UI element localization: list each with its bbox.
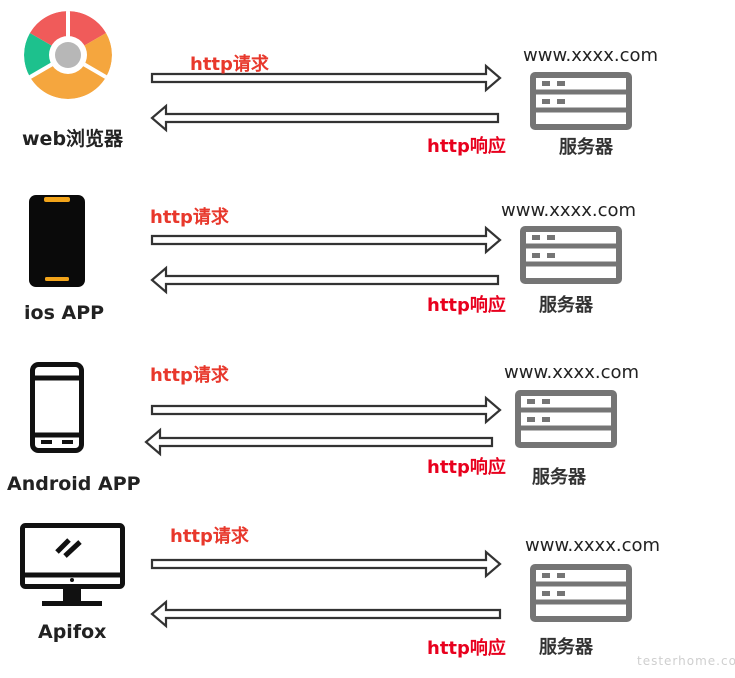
request-label-apifox: http请求 [170,526,249,547]
response-arrow-apifox [150,599,502,629]
response-label-web: http响应 [427,136,506,157]
client-label-ios: ios APP [24,302,105,324]
server-label-web: 服务器 [559,137,613,158]
server-icon-ios [520,226,622,284]
watermark: testerhome.com [637,654,735,668]
request-arrow-ios [150,225,502,255]
client-label-android: Android APP [7,473,141,495]
response-arrow-android [144,427,494,457]
request-label-ios: http请求 [150,207,229,228]
response-arrow-web [150,103,500,133]
server-icon-web [530,72,632,130]
client-label-apifox: Apifox [38,621,107,643]
iphone-icon [29,195,85,287]
request-label-android: http请求 [150,365,229,386]
response-label-android: http响应 [427,457,506,478]
arrows-group [144,63,502,629]
host-label-web: www.xxxx.com [523,45,659,66]
host-label-apifox: www.xxxx.com [525,535,661,556]
server-label-android: 服务器 [532,467,586,488]
response-arrow-ios [150,265,500,295]
response-label-apifox: http响应 [427,638,506,659]
monitor-icon [20,523,125,606]
server-label-apifox: 服务器 [539,637,593,658]
server-icon-apifox [530,564,632,622]
request-arrow-apifox [150,549,502,579]
request-arrow-web [150,63,502,93]
server-icon-android [515,390,617,448]
request-arrow-android [150,395,502,425]
host-label-ios: www.xxxx.com [501,200,637,221]
chrome-icon [24,11,112,99]
client-label-web: web浏览器 [22,128,124,150]
request-label-web: http请求 [190,54,269,75]
android-phone-icon [30,362,84,453]
host-label-android: www.xxxx.com [504,362,640,383]
response-label-ios: http响应 [427,295,506,316]
servers-group [515,72,632,622]
server-label-ios: 服务器 [539,295,593,316]
